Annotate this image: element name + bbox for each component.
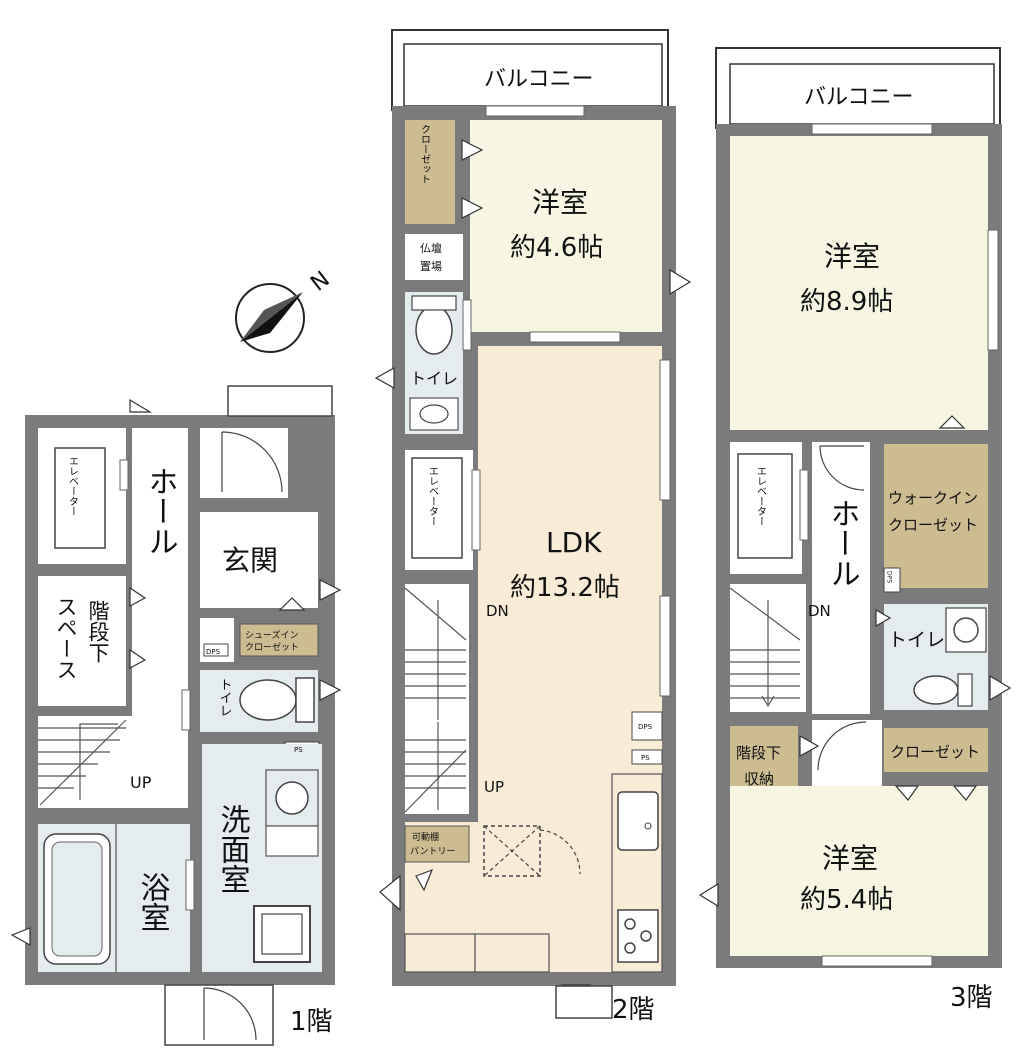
f2-elevator-label: エレベーター (427, 466, 439, 526)
f1-shoe-closet-label-2: クローゼット (245, 641, 299, 653)
floor-2-labels: バルコニー クローゼット 洋室 約4.6帖 仏壇 置場 トイレ エレベーター L… (410, 67, 655, 1025)
floor-1-labels: エレベーター ホール 階段下 スペース UP 玄関 シューズイン クローゼット … (54, 456, 333, 1037)
floor-3 (698, 47, 1012, 968)
compass-north-label: N (306, 267, 334, 297)
f1-stairs-up-label: UP (130, 773, 152, 792)
f1-bathroom-label: 浴室 (135, 872, 170, 932)
f3-toilet-label: トイレ (888, 629, 945, 651)
f2-ldk-size: 約13.2帖 (510, 573, 620, 603)
f1-under-stairs-label-2: スペース (54, 596, 78, 680)
f2-pantry-label-2: パントリー (410, 846, 455, 857)
f1-hall-label: ホール (143, 466, 178, 556)
f1-elevator-box (54, 447, 106, 549)
f3-balcony-label: バルコニー (804, 85, 914, 110)
f1-stairs (38, 716, 132, 808)
f3-dps-label: DPS (886, 571, 893, 583)
floor-1-label: 1階 (290, 1007, 333, 1037)
f2-dps-label: DPS (638, 723, 653, 731)
f3-elevator-box (737, 453, 793, 559)
f3-closet-label: クローゼット (890, 743, 980, 761)
f3-western-room-small-size: 約5.4帖 (800, 885, 893, 915)
f3-under-stairs-label-2: 収納 (744, 770, 774, 788)
f2-ps-label: PS (641, 754, 650, 762)
floor-3-labels: バルコニー 洋室 約8.9帖 エレベーター ホール ウォークイン クローゼット … (736, 85, 993, 1013)
f2-western-room (470, 120, 662, 332)
f2-altar-space (405, 234, 463, 280)
f1-elevator-label: エレベーター (67, 456, 79, 516)
f3-walk-in-label-2: クローゼット (888, 516, 978, 534)
f3-western-room-small (730, 786, 988, 956)
compass: N (235, 267, 335, 353)
f2-stairs-up-label: UP (484, 778, 504, 796)
f1-entrance-label: 玄関 (222, 544, 278, 577)
f3-elevator-label: エレベーター (755, 466, 767, 526)
f3-western-room-large (730, 136, 988, 430)
f3-western-room-large-label: 洋室 (824, 240, 880, 273)
f2-western-room-size: 約4.6帖 (510, 233, 603, 263)
floor-1 (10, 385, 342, 1046)
f3-balcony (729, 63, 995, 125)
f2-elevator-box (411, 457, 463, 559)
f1-under-stairs-label: 階段下 (86, 600, 110, 663)
f3-walk-in-label-1: ウォークイン (888, 489, 978, 507)
f2-pantry (404, 825, 470, 863)
floor-2 (374, 29, 692, 1019)
f2-closet (405, 120, 455, 224)
floor-2-label: 2階 (612, 995, 655, 1025)
f1-shoe-closet-label-1: シューズイン (245, 629, 299, 641)
f2-toilet-label: トイレ (410, 369, 458, 388)
f1-shoe-closet (239, 623, 319, 657)
f1-under-stairs (38, 576, 126, 706)
f1-ps-label: PS (294, 746, 303, 754)
f2-closet-label: クローゼット (419, 124, 431, 184)
f1-dps-label: DPS (206, 648, 221, 656)
f3-hall (812, 442, 870, 714)
f3-stairs-dn-label: DN (808, 602, 831, 620)
f3-western-room-large-size: 約8.9帖 (800, 287, 893, 317)
f3-closet (884, 728, 988, 772)
floor-3-label: 3階 (950, 983, 993, 1013)
f2-ldk-label: LDK (546, 526, 602, 559)
f1-washroom-label: 洗面室 (215, 804, 250, 894)
f1-toilet-label: トイレ (217, 678, 232, 717)
f2-stairs-dn-label: DN (486, 602, 509, 620)
f3-hall-label: ホール (825, 498, 860, 588)
f3-walk-in-closet (884, 444, 988, 588)
f2-balcony-label: バルコニー (484, 67, 594, 92)
f2-pantry-label-1: 可動棚 (412, 831, 439, 843)
f2-western-room-label: 洋室 (532, 186, 588, 219)
f3-under-stairs-label-1: 階段下 (736, 744, 781, 762)
f2-altar-label-1: 仏壇 (420, 241, 442, 255)
f1-hall (132, 428, 188, 808)
f1-entrance (200, 512, 318, 608)
f3-western-room-small-label: 洋室 (822, 842, 878, 875)
f2-altar-label-2: 置場 (420, 260, 442, 273)
